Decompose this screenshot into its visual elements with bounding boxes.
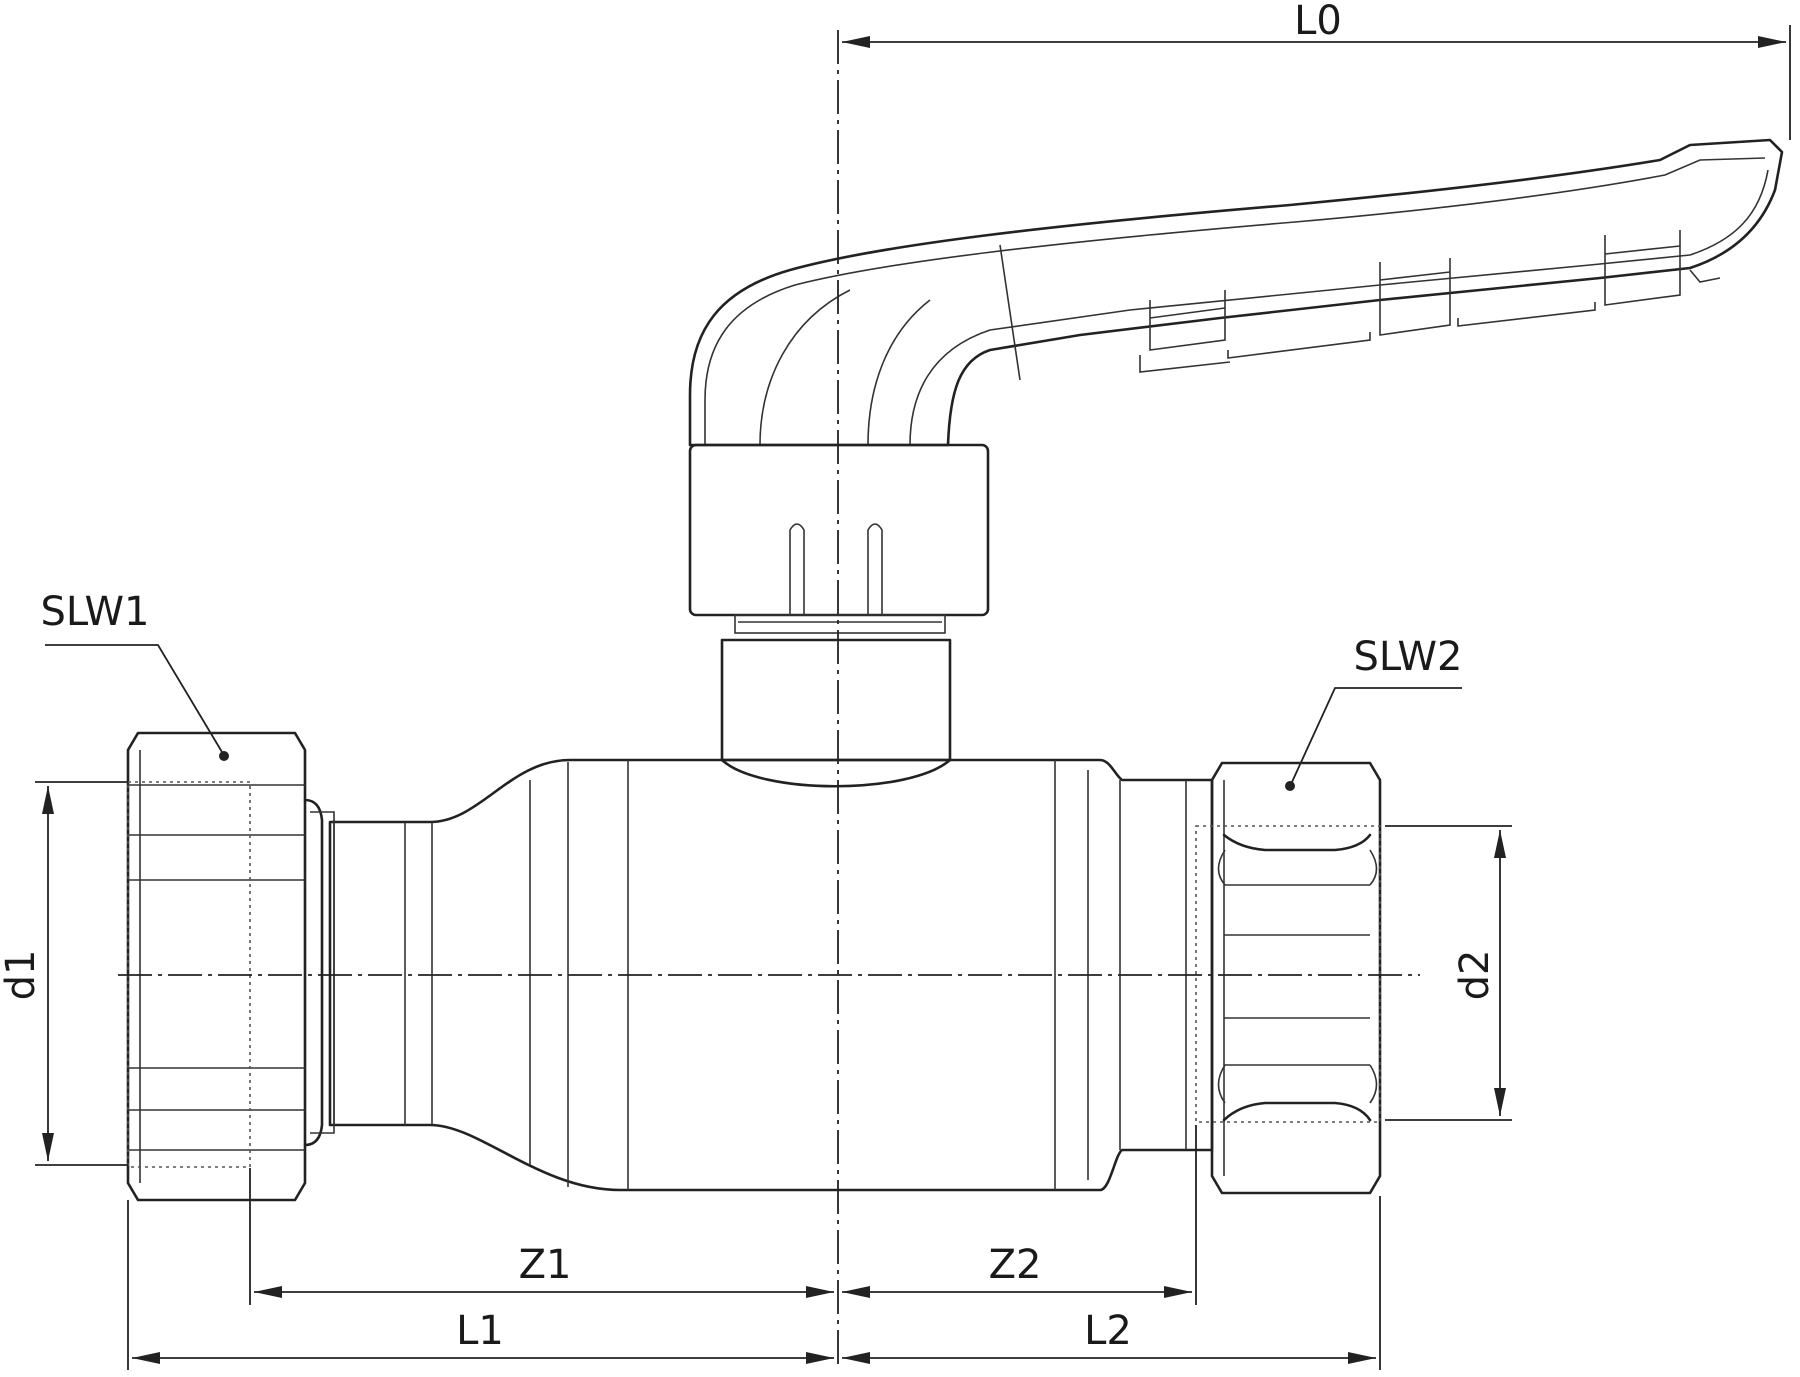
lever-handle: [688, 138, 1784, 634]
label-SLW2: SLW2: [1353, 634, 1462, 680]
label-L0: L0: [1294, 0, 1342, 44]
dimension-lines: [35, 25, 1791, 1370]
label-Z1: Z1: [519, 1242, 572, 1288]
label-SLW1: SLW1: [40, 589, 149, 635]
valve-stem: [720, 638, 952, 788]
leader-lines: [45, 644, 1462, 791]
right-union-nut: [1195, 761, 1382, 1195]
label-L2: L2: [1084, 1308, 1132, 1354]
center-lines: [118, 30, 1420, 1370]
left-union-nut: [126, 731, 335, 1202]
label-d1: d1: [0, 950, 44, 1001]
label-Z2: Z2: [989, 1242, 1042, 1288]
label-L1: L1: [456, 1308, 504, 1354]
lever-ribs: [1139, 230, 1721, 373]
label-d2: d2: [1452, 950, 1498, 1001]
